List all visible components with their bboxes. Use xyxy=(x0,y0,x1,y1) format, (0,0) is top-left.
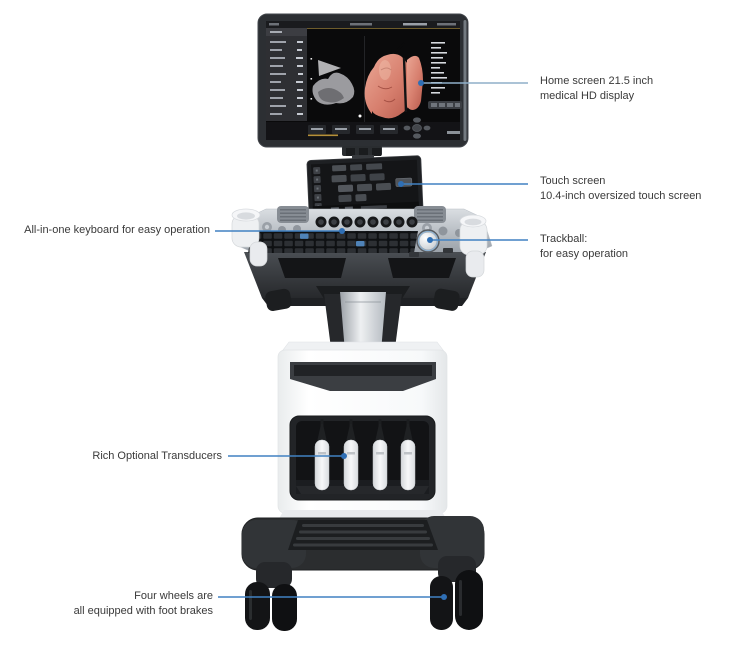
screen-menu-bar xyxy=(266,114,460,140)
speaker-right xyxy=(414,206,446,223)
annotation-home-screen-line1: Home screen 21.5 inch xyxy=(540,75,654,87)
transducer-probe-2 xyxy=(343,419,359,491)
screen-nav-pad xyxy=(403,117,431,139)
lift-column xyxy=(265,286,460,356)
knob-row xyxy=(315,216,418,228)
annotation-keyboard: All-in-one keyboard for easy operation xyxy=(24,223,210,238)
transducer-probe-4 xyxy=(400,419,416,491)
annotation-touch-screen: Touch screen 10.4-inch oversized touch s… xyxy=(540,174,701,204)
annotation-wheels-line1: Four wheels are xyxy=(134,590,213,602)
footrest xyxy=(288,520,438,550)
touch-screen-side-icons xyxy=(313,166,322,211)
touch-screen-tabs xyxy=(332,163,383,172)
transducer-probe-1 xyxy=(314,419,330,491)
annotation-touch-screen-line1: Touch screen xyxy=(540,175,606,187)
probe-holder-right xyxy=(459,214,488,278)
bezel-highlight xyxy=(463,20,467,141)
annotation-transducers: Rich Optional Transducers xyxy=(92,449,222,464)
screen-measurement-column xyxy=(428,42,462,109)
monitor xyxy=(257,13,469,148)
caster-wheels-left xyxy=(245,562,297,631)
transducer-probe-3 xyxy=(372,419,388,491)
annotation-transducers-line1: Rich Optional Transducers xyxy=(92,450,222,462)
leader-dot-home-screen xyxy=(418,80,424,86)
annotation-wheels-line2: all equipped with foot brakes xyxy=(73,605,213,617)
blue-key-1 xyxy=(300,233,309,239)
leader-dot-touch-screen xyxy=(398,181,404,187)
ultrasound-3d-render xyxy=(364,42,423,119)
leader-dot-keyboard xyxy=(339,228,345,234)
touch-screen xyxy=(306,155,424,219)
annotation-keyboard-line1: All-in-one keyboard for easy operation xyxy=(24,224,210,236)
annotation-trackball-line2: for easy operation xyxy=(540,248,629,260)
cable-hook-right xyxy=(433,288,460,311)
console-recess-right xyxy=(388,258,456,278)
annotation-home-screen-line2: medical HD display xyxy=(540,90,635,102)
menu-accent-underline xyxy=(308,134,338,137)
transducer-bay xyxy=(289,415,436,501)
keyboard-keys xyxy=(248,231,418,253)
console-recess-left xyxy=(278,258,346,278)
speaker-left xyxy=(277,206,309,223)
control-panel xyxy=(231,206,493,306)
screen-cursor-dot xyxy=(358,114,362,118)
annotation-touch-screen-line2: 10.4-inch oversized touch screen xyxy=(540,190,702,202)
annotation-wheels: Four wheels are all equipped with foot b… xyxy=(74,589,213,619)
ultrasound-bmode-image xyxy=(310,36,365,122)
screen-top-bar xyxy=(266,21,460,29)
leader-dot-wheels xyxy=(441,594,447,600)
caster-wheels-right xyxy=(430,556,483,630)
screen-parameter-panel xyxy=(266,28,307,121)
blue-key-2 xyxy=(356,241,365,247)
annotation-home-screen: Home screen 21.5 inch medical HD display xyxy=(540,74,653,104)
leader-dot-trackball xyxy=(427,237,433,243)
base-platform xyxy=(241,510,485,571)
cable-hook-left xyxy=(265,288,292,311)
annotation-trackball: Trackball: for easy operation xyxy=(540,232,628,262)
leader-dot-transducers xyxy=(341,453,347,459)
leader-lines xyxy=(215,80,528,600)
annotation-trackball-line1: Trackball: xyxy=(540,233,588,245)
